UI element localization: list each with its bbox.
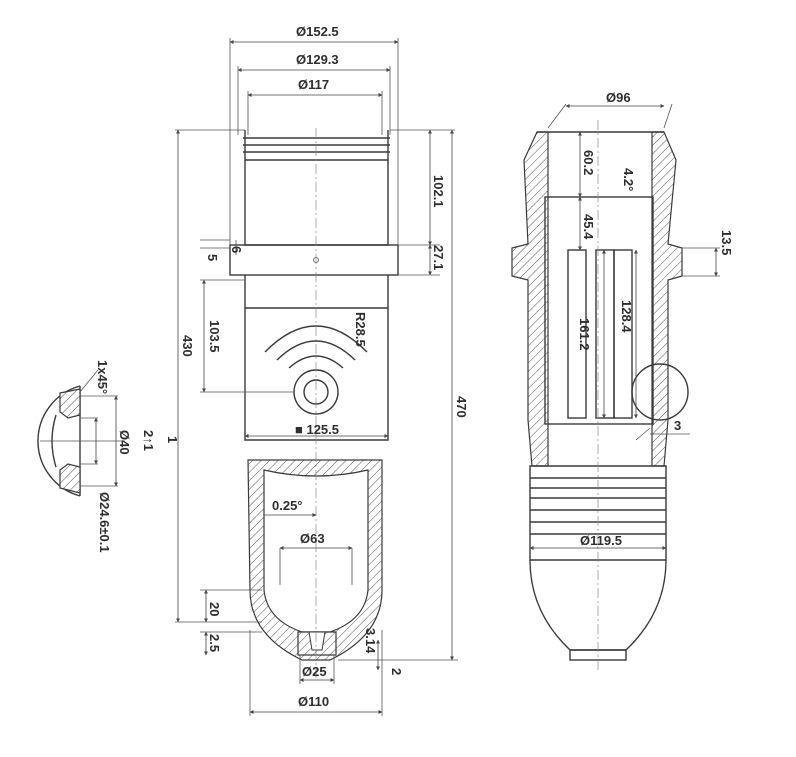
dim-ang025: 0.25°	[272, 498, 303, 513]
detail-fit: 2↑1	[141, 430, 156, 451]
dim-h6o2: 60.2	[581, 150, 596, 175]
dim-h102: 102.1	[431, 175, 446, 208]
left-view	[175, 38, 458, 716]
dim-d1195: Ø119.5	[580, 533, 622, 548]
dim-h135: 13.5	[719, 230, 734, 255]
dim-h25: 2.5	[207, 634, 222, 652]
dim-d96: Ø96	[606, 90, 631, 105]
dim-h6: 6	[229, 246, 244, 253]
detail-chamfer: 1x45°	[95, 360, 110, 394]
dim-h103: 103.5	[207, 320, 222, 353]
dim-d129: Ø129.3	[296, 52, 339, 67]
dim-d25: Ø25	[302, 664, 327, 679]
dim-r28: R28.5	[353, 312, 368, 347]
dim-sq125: ■ 125.5	[295, 422, 339, 437]
dim-d63: Ø63	[300, 531, 325, 546]
dim-h2: 2	[389, 668, 404, 675]
detail-one: 1	[165, 436, 180, 443]
dim-h5: 5	[205, 254, 220, 261]
dim-h1612: 161.2	[577, 318, 592, 351]
detail-d40: Ø40	[117, 430, 132, 455]
right-view	[511, 103, 720, 670]
dim-d110: Ø110	[298, 694, 329, 709]
dim-h314: 3.14	[363, 628, 378, 654]
dim-h27: 27.1	[431, 245, 446, 270]
dim-d117: Ø117	[298, 77, 329, 92]
dim-h430: 430	[180, 335, 195, 357]
dim-h20: 20	[207, 602, 222, 616]
dim-h470: 470	[454, 396, 469, 418]
detail-view	[37, 369, 125, 497]
dim-d152: Ø152.5	[296, 24, 339, 39]
dim-ang42: 4.2°	[621, 168, 636, 191]
dim-n3: 3	[674, 418, 681, 433]
detail-d246: Ø24.6±0.1	[97, 492, 112, 553]
dim-h4541: 45.4	[581, 214, 596, 240]
dim-h1284: 128.4	[619, 300, 634, 333]
